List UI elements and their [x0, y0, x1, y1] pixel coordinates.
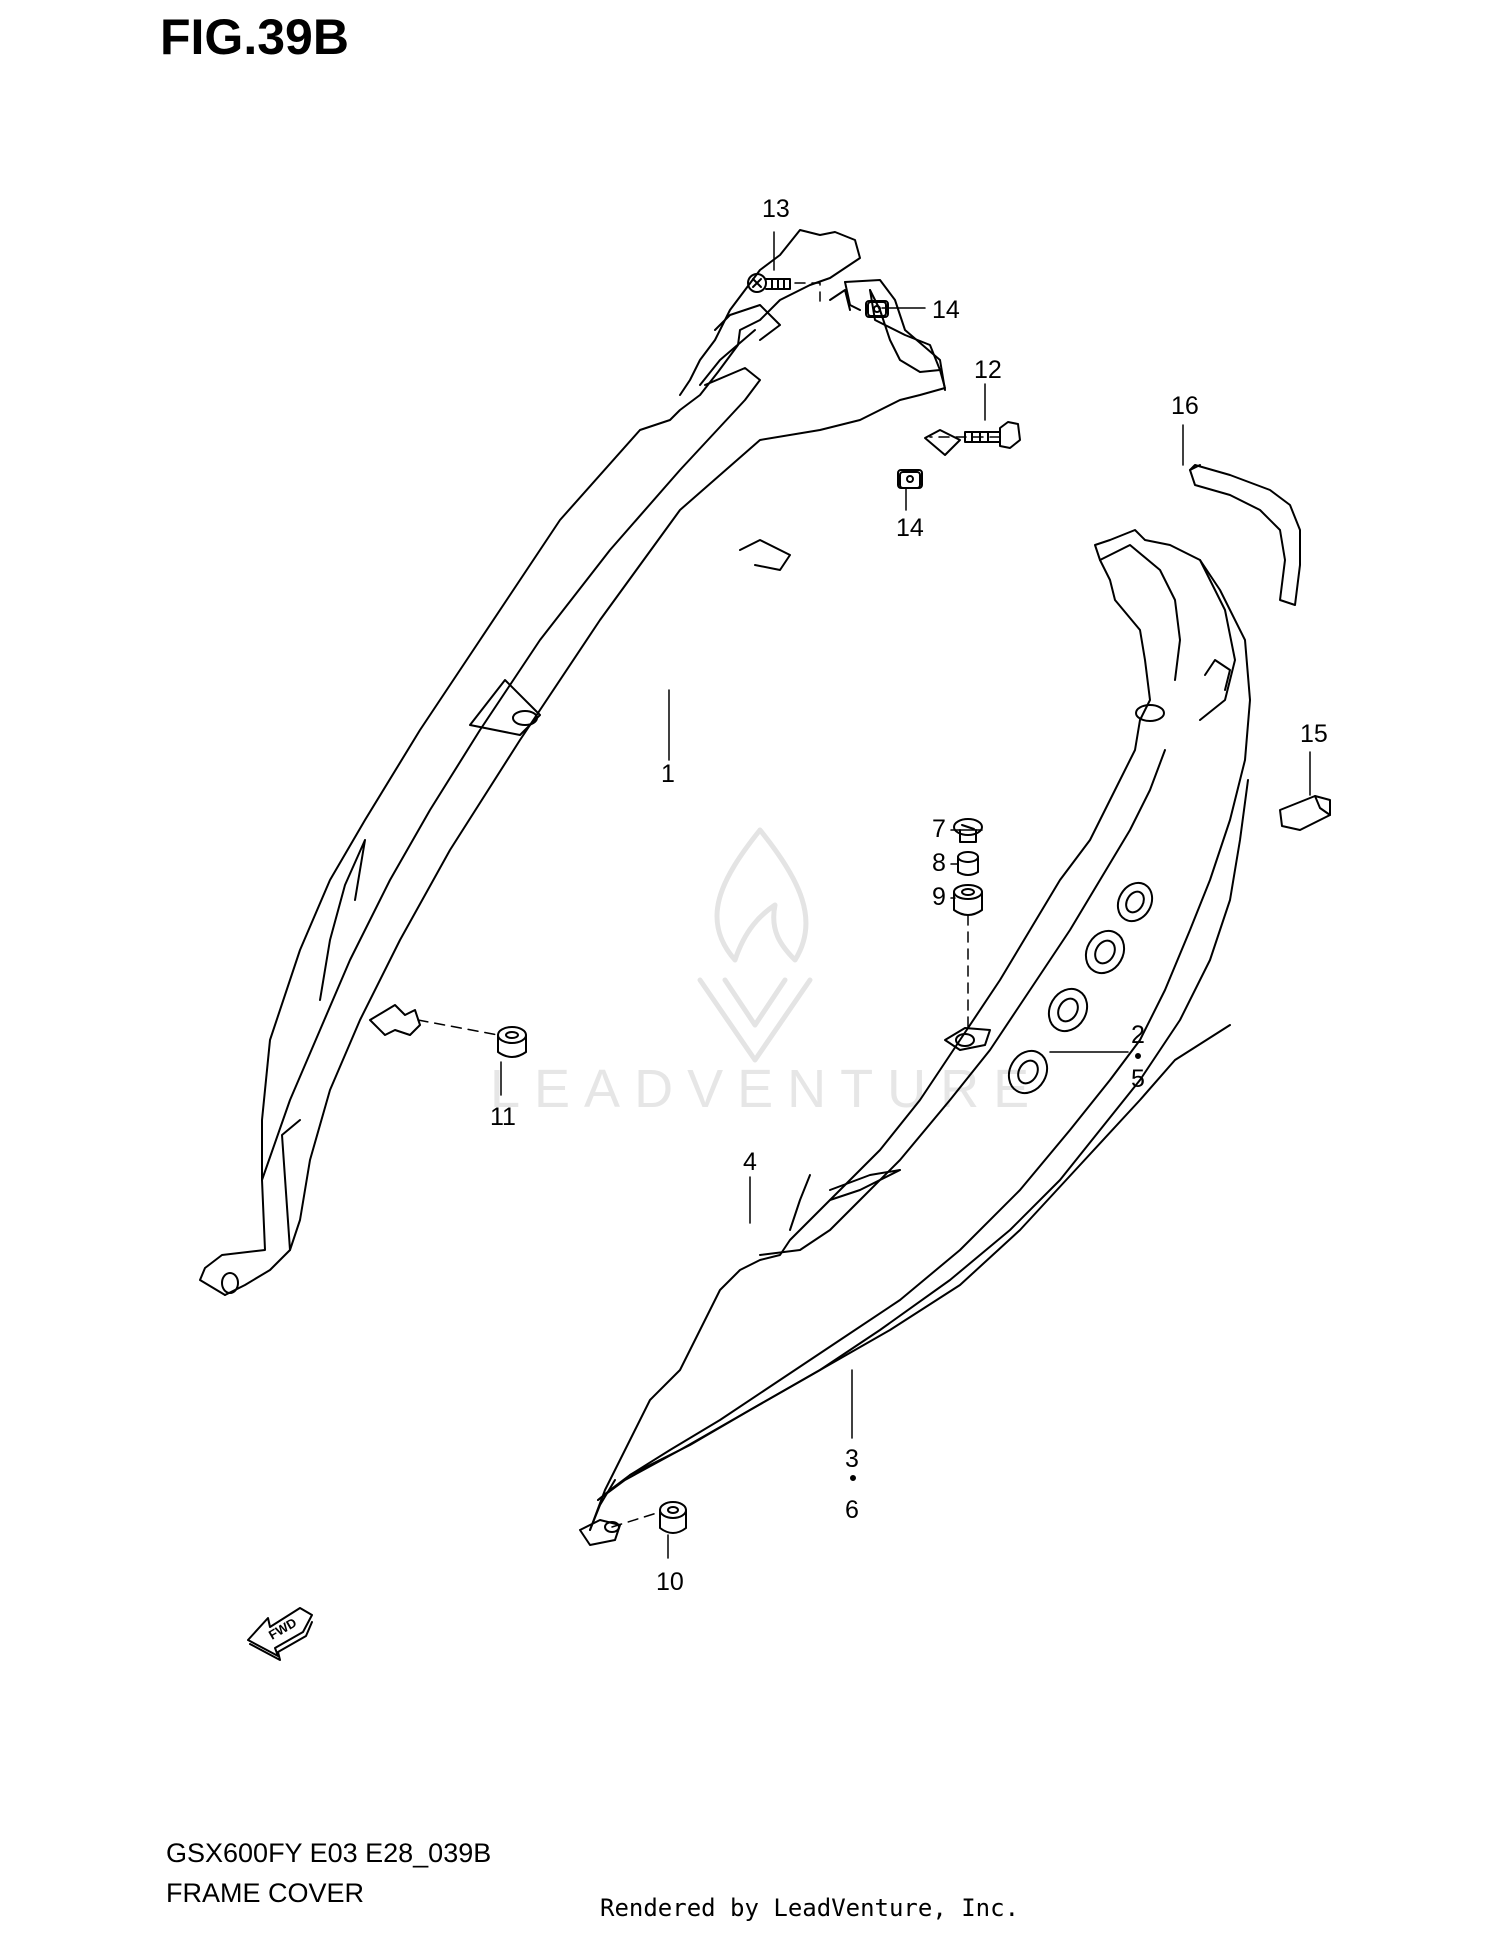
model-code: GSX600FY E03 E28_039B: [166, 1838, 492, 1868]
callout-1: 1: [661, 760, 675, 788]
callout-10: 10: [656, 1568, 684, 1596]
callout-13: 13: [762, 195, 790, 223]
leadventure-logo: [697, 827, 813, 1063]
callout-11: 11: [490, 1103, 516, 1131]
callout-15: 15: [1300, 720, 1328, 748]
render-credit: Rendered by LeadVenture, Inc.: [600, 1894, 1020, 1922]
callout-5: 5: [1131, 1065, 1145, 1093]
pad-part: [1279, 795, 1331, 831]
callout-12: 12: [974, 356, 1002, 384]
callout-6: 6: [845, 1496, 859, 1524]
trim-strip-part: [1189, 464, 1301, 606]
section-name: FRAME COVER: [166, 1878, 365, 1908]
callout-2: 2: [1131, 1021, 1145, 1049]
callout-14-lower: 14: [896, 514, 924, 542]
grommet-11-part: [497, 1026, 527, 1058]
screw-13-part: [747, 273, 791, 293]
side-cover-right-part: [579, 529, 1251, 1546]
fwd-arrow-icon: [247, 1607, 313, 1661]
callout-3: 3: [845, 1445, 859, 1473]
clip-14-lower-part: [897, 469, 923, 489]
frame-cover-left-part: [199, 229, 946, 1296]
screw-7-part: [953, 818, 983, 843]
callout-16: 16: [1171, 392, 1199, 420]
callout-9: 9: [932, 883, 946, 911]
callout-4: 4: [743, 1148, 757, 1176]
watermark-text: LEADVENTURE: [490, 1059, 1044, 1119]
badge-600-part: [1007, 881, 1154, 1095]
callout-8: 8: [932, 849, 946, 877]
grommet-9-part: [953, 884, 983, 916]
bolt-12-part: [964, 421, 1021, 449]
grommet-10-part: [659, 1501, 687, 1534]
figure-title: FIG.39B: [160, 9, 349, 65]
bracket-top-part: [829, 279, 961, 489]
callout-14-upper: 14: [932, 296, 960, 324]
callout-7: 7: [932, 815, 946, 843]
clip-14-upper-part: [865, 300, 889, 318]
collar-8-part: [957, 851, 979, 876]
